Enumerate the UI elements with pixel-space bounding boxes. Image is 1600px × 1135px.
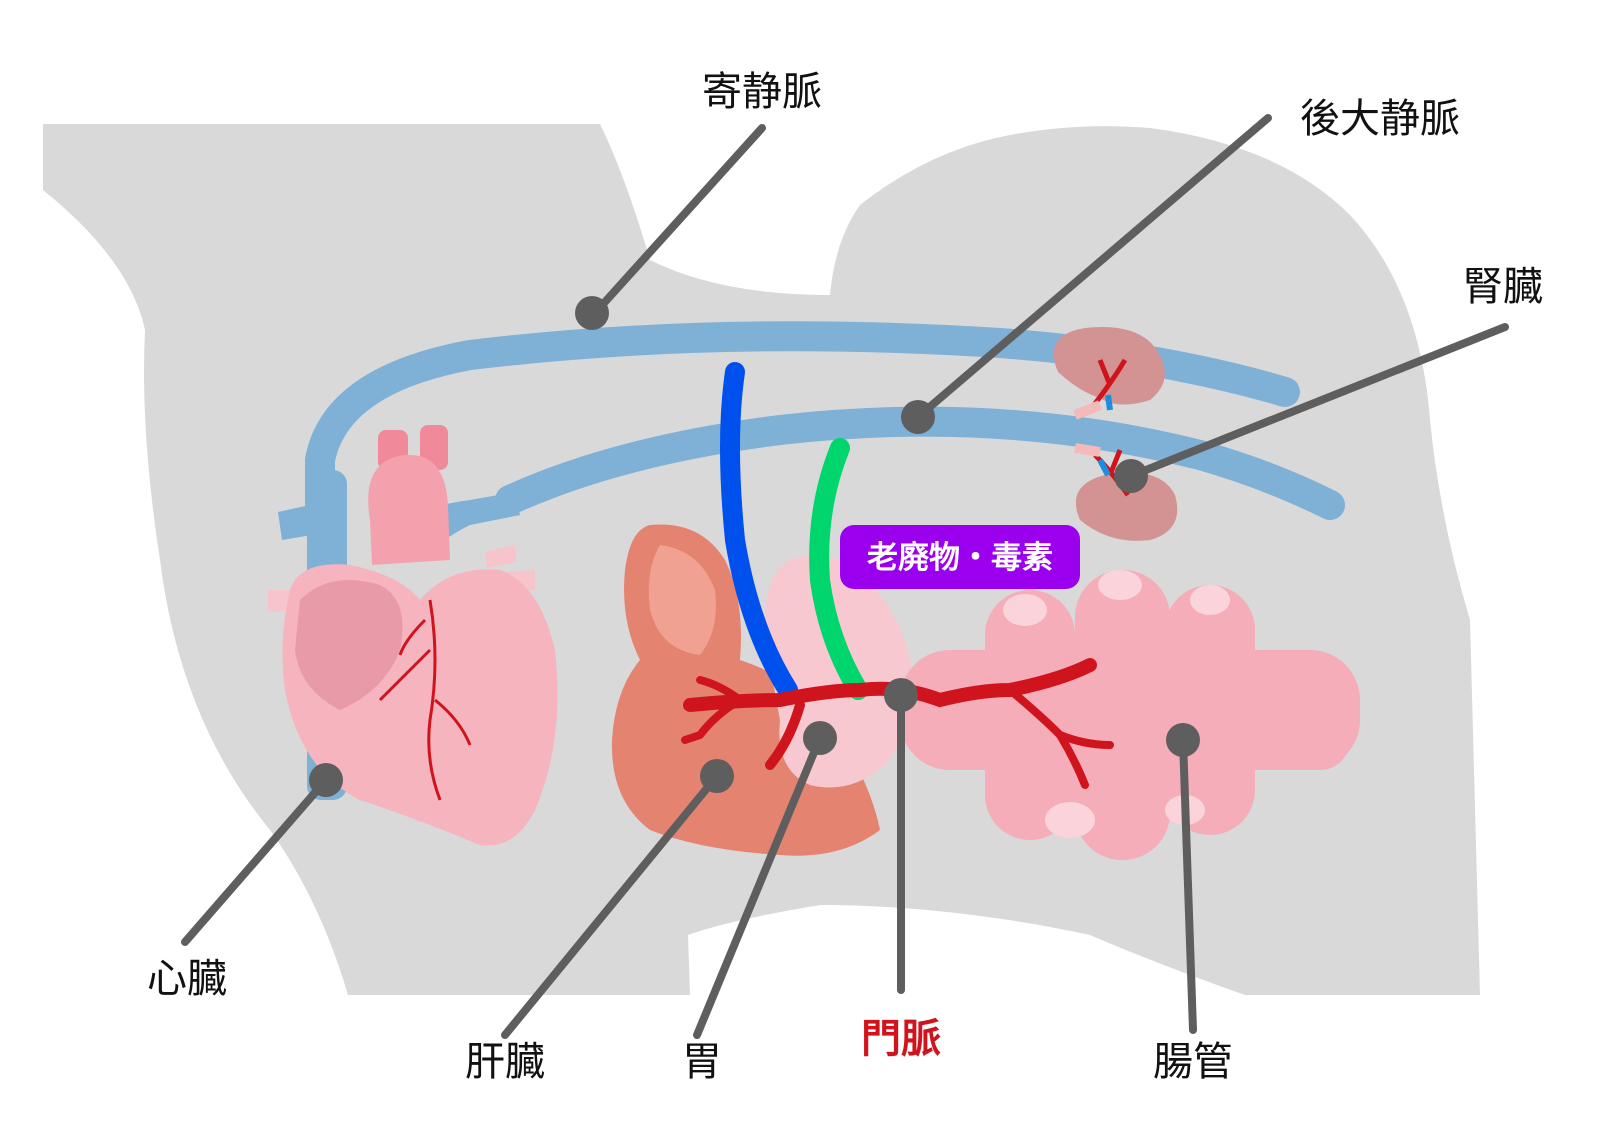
leader-liver — [501, 759, 734, 1039]
label-caudal-vena-cava: 後大静脈 — [1300, 96, 1460, 142]
label-liver: 肝臓 — [465, 1039, 545, 1085]
leader-intestine — [1166, 723, 1200, 1034]
label-intestine: 腸管 — [1153, 1039, 1233, 1085]
leader-caudal-vena-cava — [901, 114, 1272, 434]
kidneys — [1053, 327, 1178, 541]
leader-kidney — [1114, 323, 1509, 493]
label-stomach: 胃 — [682, 1039, 722, 1085]
dog-silhouette — [43, 124, 1480, 995]
leader-heart — [181, 763, 343, 946]
badge-label: 老廃物・毒素 — [867, 540, 1053, 576]
heart — [268, 425, 558, 846]
leader-azygos — [575, 124, 766, 330]
leader-stomach — [693, 721, 837, 1039]
waste-toxin-badge: 老廃物・毒素 — [840, 525, 1080, 589]
caudal-vena-cava — [495, 406, 1345, 520]
label-azygos-vein: 寄静脈 — [702, 69, 822, 115]
label-heart: 心臓 — [147, 956, 227, 1002]
label-kidney: 腎臓 — [1463, 264, 1543, 310]
leader-portal-vein — [884, 678, 918, 994]
blue-vessel — [720, 362, 798, 700]
green-vessel — [809, 438, 868, 700]
label-portal-vein: 門脈 — [861, 1016, 941, 1062]
